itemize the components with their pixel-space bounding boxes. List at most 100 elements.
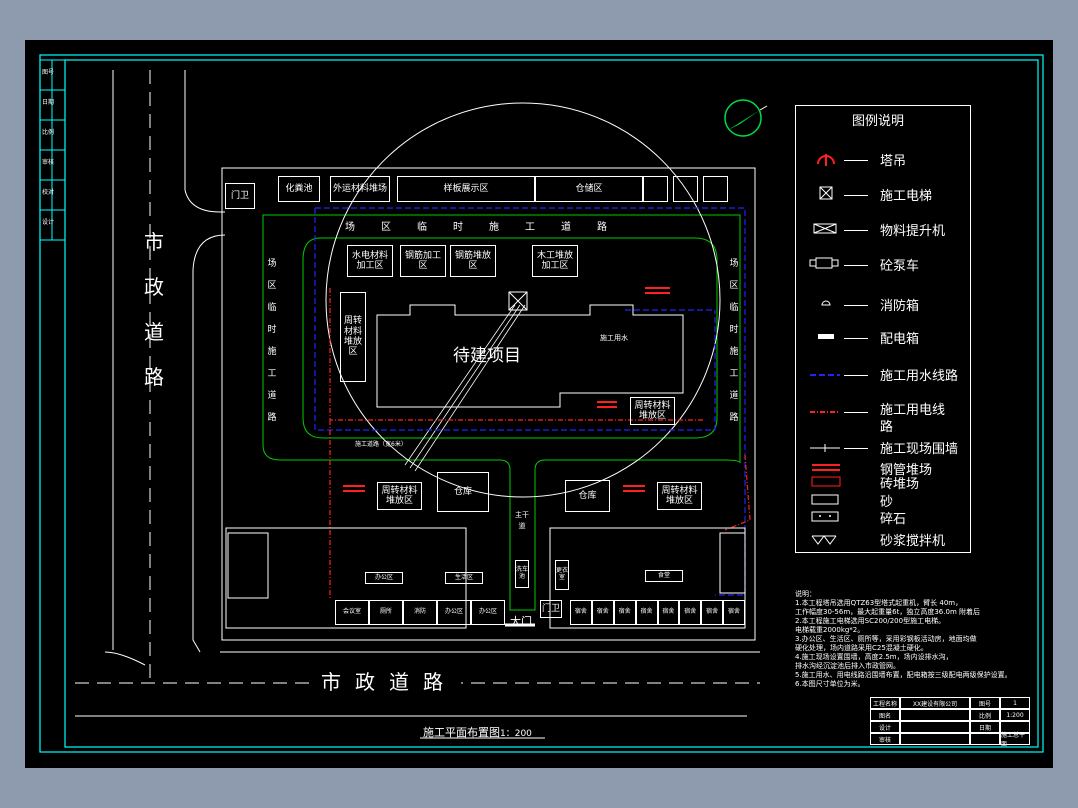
legend-item: 施工电梯 — [796, 181, 972, 205]
notes-line: 4.施工现场设置围墙，高度2.5m，场内设排水沟， — [795, 653, 953, 661]
construction-elevator-icon — [819, 186, 833, 200]
rebar-processing-area: 钢筋加工区 — [400, 245, 446, 277]
warehouse-right: 仓库 — [565, 480, 610, 512]
main-road-label: 主干道 — [515, 511, 529, 530]
concrete-pump-icon — [809, 257, 839, 269]
legend-item: 物料提升机 — [796, 216, 972, 240]
title-block: XX建设有限公司 工程名称 图号 1 图名 比例 1:200 设计 日期 审核 … — [870, 697, 1030, 748]
temp-road-ring-inner — [302, 237, 718, 439]
temp-road-top-label: 场区临时施工道路 — [345, 223, 633, 233]
notes-line: 硬化处理，场内道路采用C25混凝土硬化。 — [795, 644, 928, 652]
title-block-cell: 工程名称 — [870, 697, 900, 709]
temp-road-char: 道 — [561, 222, 597, 233]
meeting-room: 会议室 — [335, 600, 369, 625]
legend-label: 施工用电线路 — [880, 403, 946, 435]
left-road-edge-inner — [184, 70, 225, 213]
storage-small-c — [703, 176, 728, 202]
notes-heading: 说明： — [795, 590, 816, 598]
legend-label: 塔吊 — [880, 154, 907, 169]
tower-crane-icon — [817, 154, 835, 166]
sidebar-item: 审核 — [42, 159, 55, 166]
septic-tank: 化粪池 — [278, 176, 320, 202]
inner-frame — [64, 59, 1039, 748]
sidebar-item: 比例 — [42, 129, 55, 136]
north-arrow-circle — [724, 99, 762, 137]
water-pipe-label: 施工用水 — [600, 334, 628, 342]
temp-road-char: 工 — [525, 222, 561, 233]
office-room: 办公区 — [437, 600, 471, 625]
legend-item: 砼泵车 — [796, 251, 972, 275]
brick-yard-icon — [811, 476, 841, 487]
legend-label: 砂 — [880, 495, 894, 510]
turnover-material-right: 周转材料堆放区 — [630, 397, 675, 425]
legend-item: 施工现场围墙 — [796, 434, 972, 458]
dorm-room: 宿舍 — [657, 600, 680, 625]
mortar-mixer-icon — [811, 535, 837, 545]
legend-item: 施工用水线路 — [796, 361, 972, 385]
canteen: 食堂 — [645, 570, 683, 582]
notes-line: 3.办公区、生活区、厕所等，采用彩钢板活动房，地面均做 — [795, 635, 977, 643]
legend-label: 配电箱 — [880, 332, 920, 347]
temp-road-char: 场 — [345, 222, 381, 233]
title-block-cell: 图号 — [970, 697, 1000, 709]
dorm-room: 宿舍 — [570, 600, 592, 625]
material-hoist-icon — [813, 223, 837, 234]
water-line — [314, 207, 746, 596]
power-line — [329, 288, 751, 600]
outer-frame — [39, 54, 1044, 753]
temp-road-ring-outer — [262, 214, 741, 611]
title-block-cell — [1000, 721, 1030, 733]
title-block-cell — [900, 733, 970, 745]
title-block-cell: 图名 — [870, 709, 900, 721]
dorm-room: 宿舍 — [701, 600, 724, 625]
outer-material-yard: 外运材料堆场 — [330, 176, 390, 202]
legend-label: 施工用水线路 — [880, 369, 959, 384]
dorm-room: 宿舍 — [613, 600, 636, 625]
drawing-title: 施工平面布置图1：200 — [423, 724, 532, 740]
notes-line: 排水沟经沉淀池后排入市政管网。 — [795, 662, 900, 670]
title-block-cell: 日期 — [970, 721, 1000, 733]
drawing-title-text: 施工平面布置图 — [423, 726, 500, 739]
turnover-material-bl: 周转材料堆放区 — [377, 482, 422, 510]
title-block-cell — [900, 721, 970, 733]
toilet: 厕所 — [369, 600, 403, 625]
legend-label: 砂浆搅拌机 — [880, 534, 946, 549]
changing-room: 更衣室 — [555, 560, 569, 590]
building-outline — [376, 304, 684, 408]
fire-box-icon — [821, 300, 831, 306]
title-block-cell: 1 — [1000, 697, 1030, 709]
dorm-room: 宿舍 — [679, 600, 702, 625]
office-row-left: 会议室 厕所 消防 办公区 办公区 — [335, 600, 505, 625]
site-wall — [221, 167, 756, 641]
gravel-icon — [811, 511, 839, 522]
temp-road-char: 施 — [489, 222, 525, 233]
title-block-cell: 1:200 — [1000, 709, 1030, 721]
legend-title: 图例说明 — [852, 114, 905, 129]
sidebar-item: 日期 — [42, 99, 55, 106]
left-road-label: 市政道路 — [144, 230, 164, 389]
dorm-room: 宿舍 — [635, 600, 658, 625]
notes-line: 1.本工程塔吊选用QTZ63型塔式起重机，臂长 40m， — [795, 599, 963, 607]
notes-line: 5.施工用水、用电线路沿围墙布置，配电箱按三级配电两级保护设置。 — [795, 671, 1012, 679]
legend-label: 消防箱 — [880, 299, 920, 314]
legend-label: 物料提升机 — [880, 224, 946, 239]
drawing-scale: 1：200 — [500, 729, 532, 739]
title-block-cell — [900, 709, 970, 721]
rebar-storage-area: 钢筋堆放区 — [450, 245, 496, 277]
temp-road-char: 路 — [597, 222, 633, 233]
legend-label: 砖堆场 — [880, 477, 920, 492]
legend-item: 施工用电线路 — [796, 398, 972, 435]
legend-item: 砂 — [796, 487, 972, 511]
legend-label: 碎石 — [880, 512, 907, 527]
north-arrow — [728, 110, 760, 130]
legend-label: 砼泵车 — [880, 259, 920, 274]
sidebar-item: 设计 — [42, 219, 55, 226]
legend-item: 消防箱 — [796, 291, 972, 315]
notes-line: 电梯载重2000kg*2。 — [795, 626, 865, 634]
legend-item: 钢管堆场 — [796, 455, 972, 479]
temp-road-right-label: 场区临时施工道路 — [729, 259, 739, 423]
title-block-cell — [970, 733, 1000, 745]
legend-label: 施工电梯 — [880, 189, 933, 204]
template-display-area: 样板展示区 — [397, 176, 535, 202]
gate-guard-bottom: 门卫 — [540, 600, 562, 618]
